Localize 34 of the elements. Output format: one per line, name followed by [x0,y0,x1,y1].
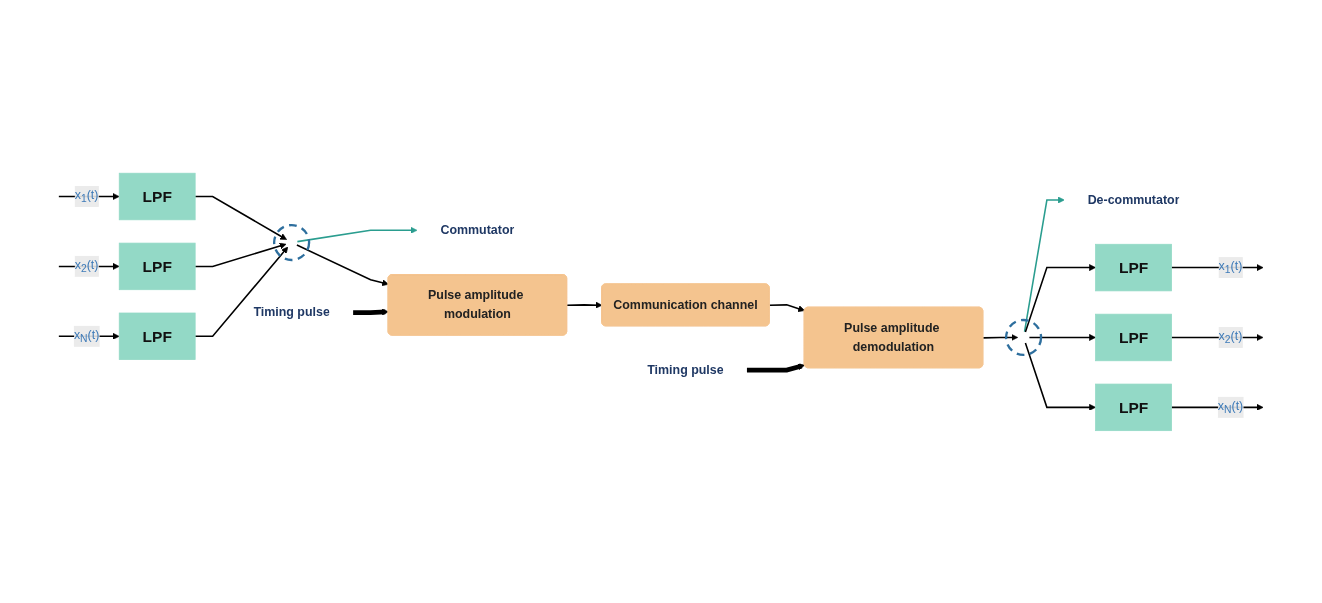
node-box: LPF [118,312,196,360]
arrow [194,242,287,267]
arrow [566,301,603,309]
node-box: LPF [118,172,196,220]
node-text: Commutator [440,222,515,237]
node-text: De-commutator [1087,192,1180,206]
arrow [1024,341,1096,411]
node-text: Timing pulse [253,305,330,319]
node-box: LPF [1095,313,1172,361]
arrow [353,308,389,315]
arrow [746,363,805,372]
edge-label: x$_{2}$(t) [1218,328,1243,346]
edge-label: x$_{1}$(t) [1218,258,1243,276]
arrow [194,195,287,240]
arrow [982,333,1019,341]
edge-label: x$_{2}$(t) [74,257,99,275]
arrow [296,243,389,286]
edge-label: x$_{1}$(t) [74,187,99,205]
arrow [1170,333,1264,341]
node-box: LPF [1095,243,1172,291]
node-box: LPF [1095,383,1172,431]
arrow [1024,263,1096,333]
edge-label: x$_{N}$(t) [73,327,100,345]
arrow [768,303,805,312]
arrow [296,226,418,242]
edge-label: x$_{N}$(t) [1217,398,1244,416]
arrow [1028,333,1096,341]
arrow [1023,196,1065,333]
node-text: Timing pulse [647,362,724,376]
node-circle [273,223,311,261]
arrow [194,246,289,337]
node-circle [1004,318,1043,356]
arrow [1170,263,1264,271]
node-box: LPF [118,242,196,290]
